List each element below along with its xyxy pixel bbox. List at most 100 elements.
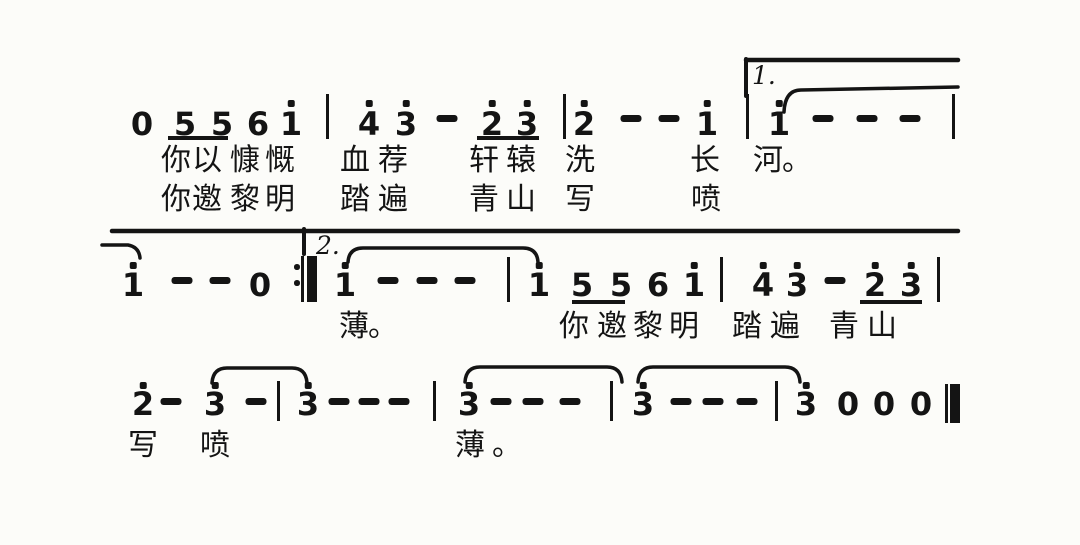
octave-dot (341, 262, 349, 269)
duration-dash (436, 115, 458, 122)
final-barline-thick (950, 384, 960, 423)
lyric-char: 洗 (565, 144, 595, 177)
barline (433, 381, 436, 421)
note-digit: 3 (515, 105, 539, 143)
barline (952, 94, 955, 139)
note-digit: 1 (279, 105, 303, 143)
barline (277, 381, 280, 421)
duration-dash (388, 398, 410, 405)
beam-underline (572, 300, 625, 304)
duration-dash (171, 277, 193, 284)
octave-dot (639, 382, 647, 389)
note-digit: 3 (394, 105, 418, 143)
octave-dot (703, 100, 711, 107)
duration-dash (856, 115, 878, 122)
octave-dot (580, 100, 588, 107)
note-digit: 2 (572, 105, 596, 143)
barline (775, 381, 778, 421)
duration-dash (670, 398, 692, 405)
duration-dash (377, 277, 399, 284)
octave-dot (465, 382, 473, 389)
octave-dot (775, 100, 783, 107)
lyric-char: 慨 (265, 144, 295, 177)
note-digit: 0 (909, 385, 933, 423)
note-digit: 2 (863, 266, 887, 304)
beam-underline (477, 136, 539, 140)
octave-dot (535, 262, 543, 269)
lyric-char: 邀 (192, 183, 222, 216)
lyric-char: 写 (565, 183, 595, 216)
duration-dash (454, 277, 476, 284)
note-digit: 5 (570, 266, 594, 304)
note-digit: 1 (767, 105, 791, 143)
note-digit: 3 (785, 266, 809, 304)
note-digit: 0 (836, 385, 860, 423)
lyric-char: 踏 (732, 310, 762, 343)
slur (636, 365, 802, 384)
lyric-char: 山 (867, 310, 897, 343)
lyric-char: 。 (368, 310, 398, 343)
volta-label: 1. (752, 61, 776, 90)
note-digit: 1 (527, 266, 551, 304)
lyric-char: 以 (192, 144, 222, 177)
lyric-char: 轩 (469, 144, 499, 177)
lyric-char: 青 (469, 183, 499, 216)
note-digit: 4 (751, 266, 775, 304)
barline (326, 94, 329, 139)
lyric-char: 你 (161, 183, 191, 216)
barline (507, 257, 510, 302)
note-digit: 3 (296, 385, 320, 423)
beam-underline (168, 136, 228, 140)
lyric-char: 遍 (378, 183, 408, 216)
duration-dash (522, 398, 544, 405)
octave-dot (802, 382, 810, 389)
lyric-char: 血 (340, 144, 370, 177)
octave-dot (287, 100, 295, 107)
duration-dash (160, 398, 182, 405)
repeat-barline-thick (307, 256, 317, 302)
slur (210, 366, 309, 385)
final-barline-thin (945, 384, 948, 423)
note-digit: 1 (682, 266, 706, 304)
lyric-char: 荐 (378, 144, 408, 177)
note-digit: 3 (457, 385, 481, 423)
repeat-barline-thin (301, 256, 304, 302)
duration-dash (358, 398, 380, 405)
duration-dash (209, 277, 231, 284)
barline (563, 94, 566, 139)
note-digit: 6 (246, 105, 270, 143)
note-digit: 5 (210, 105, 234, 143)
repeat-dot (294, 264, 300, 270)
note-digit: 4 (357, 105, 381, 143)
note-digit: 0 (248, 266, 272, 304)
duration-dash (702, 398, 724, 405)
lyric-char: 明 (669, 310, 699, 343)
note-digit: 5 (173, 105, 197, 143)
barline (610, 381, 613, 421)
duration-dash (736, 398, 758, 405)
lyric-char: 写 (128, 429, 158, 462)
slur (463, 365, 624, 384)
lyric-char: 长 (690, 144, 720, 177)
note-digit: 5 (609, 266, 633, 304)
octave-dot (211, 382, 219, 389)
lyric-char: 山 (506, 183, 536, 216)
lyric-char: 邀 (597, 310, 627, 343)
note-digit: 3 (899, 266, 923, 304)
duration-dash (899, 115, 921, 122)
octave-dot (129, 262, 137, 269)
lyric-char: 慷 (230, 144, 260, 177)
octave-dot (690, 262, 698, 269)
tie (100, 243, 142, 260)
note-digit: 1 (121, 266, 145, 304)
beam-underline (860, 300, 922, 304)
lyric-char: 辕 (506, 144, 536, 177)
duration-dash (559, 398, 581, 405)
lyric-char: 。 (782, 144, 812, 177)
octave-dot (304, 382, 312, 389)
lyric-char: 喷 (200, 429, 230, 462)
lyric-char: 你 (161, 144, 191, 177)
lyric-char: 黎 (230, 183, 260, 216)
duration-dash (658, 115, 680, 122)
barline (720, 257, 723, 302)
